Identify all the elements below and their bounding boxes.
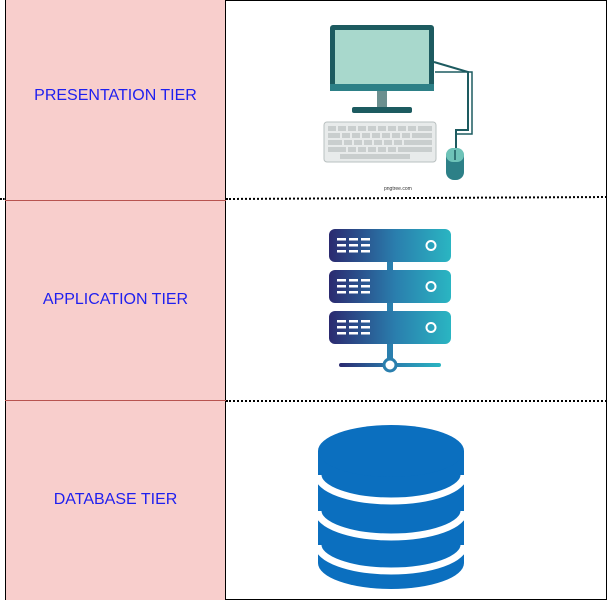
computer-icon [323, 25, 473, 180]
database-icon [314, 425, 468, 589]
database-tier-label: DATABASE TIER [53, 491, 178, 508]
presentation-tier-label: PRESENTATION TIER [34, 87, 197, 104]
watermark-text: pngtree.com [384, 186, 412, 192]
tier-divider [5, 400, 226, 401]
dotted-separator [0, 198, 5, 200]
dotted-separator [226, 400, 607, 402]
tier-label-column [5, 0, 226, 600]
application-tier-label: APPLICATION TIER [42, 291, 189, 308]
server-rack-icon [329, 229, 451, 373]
tier-divider [5, 200, 226, 201]
